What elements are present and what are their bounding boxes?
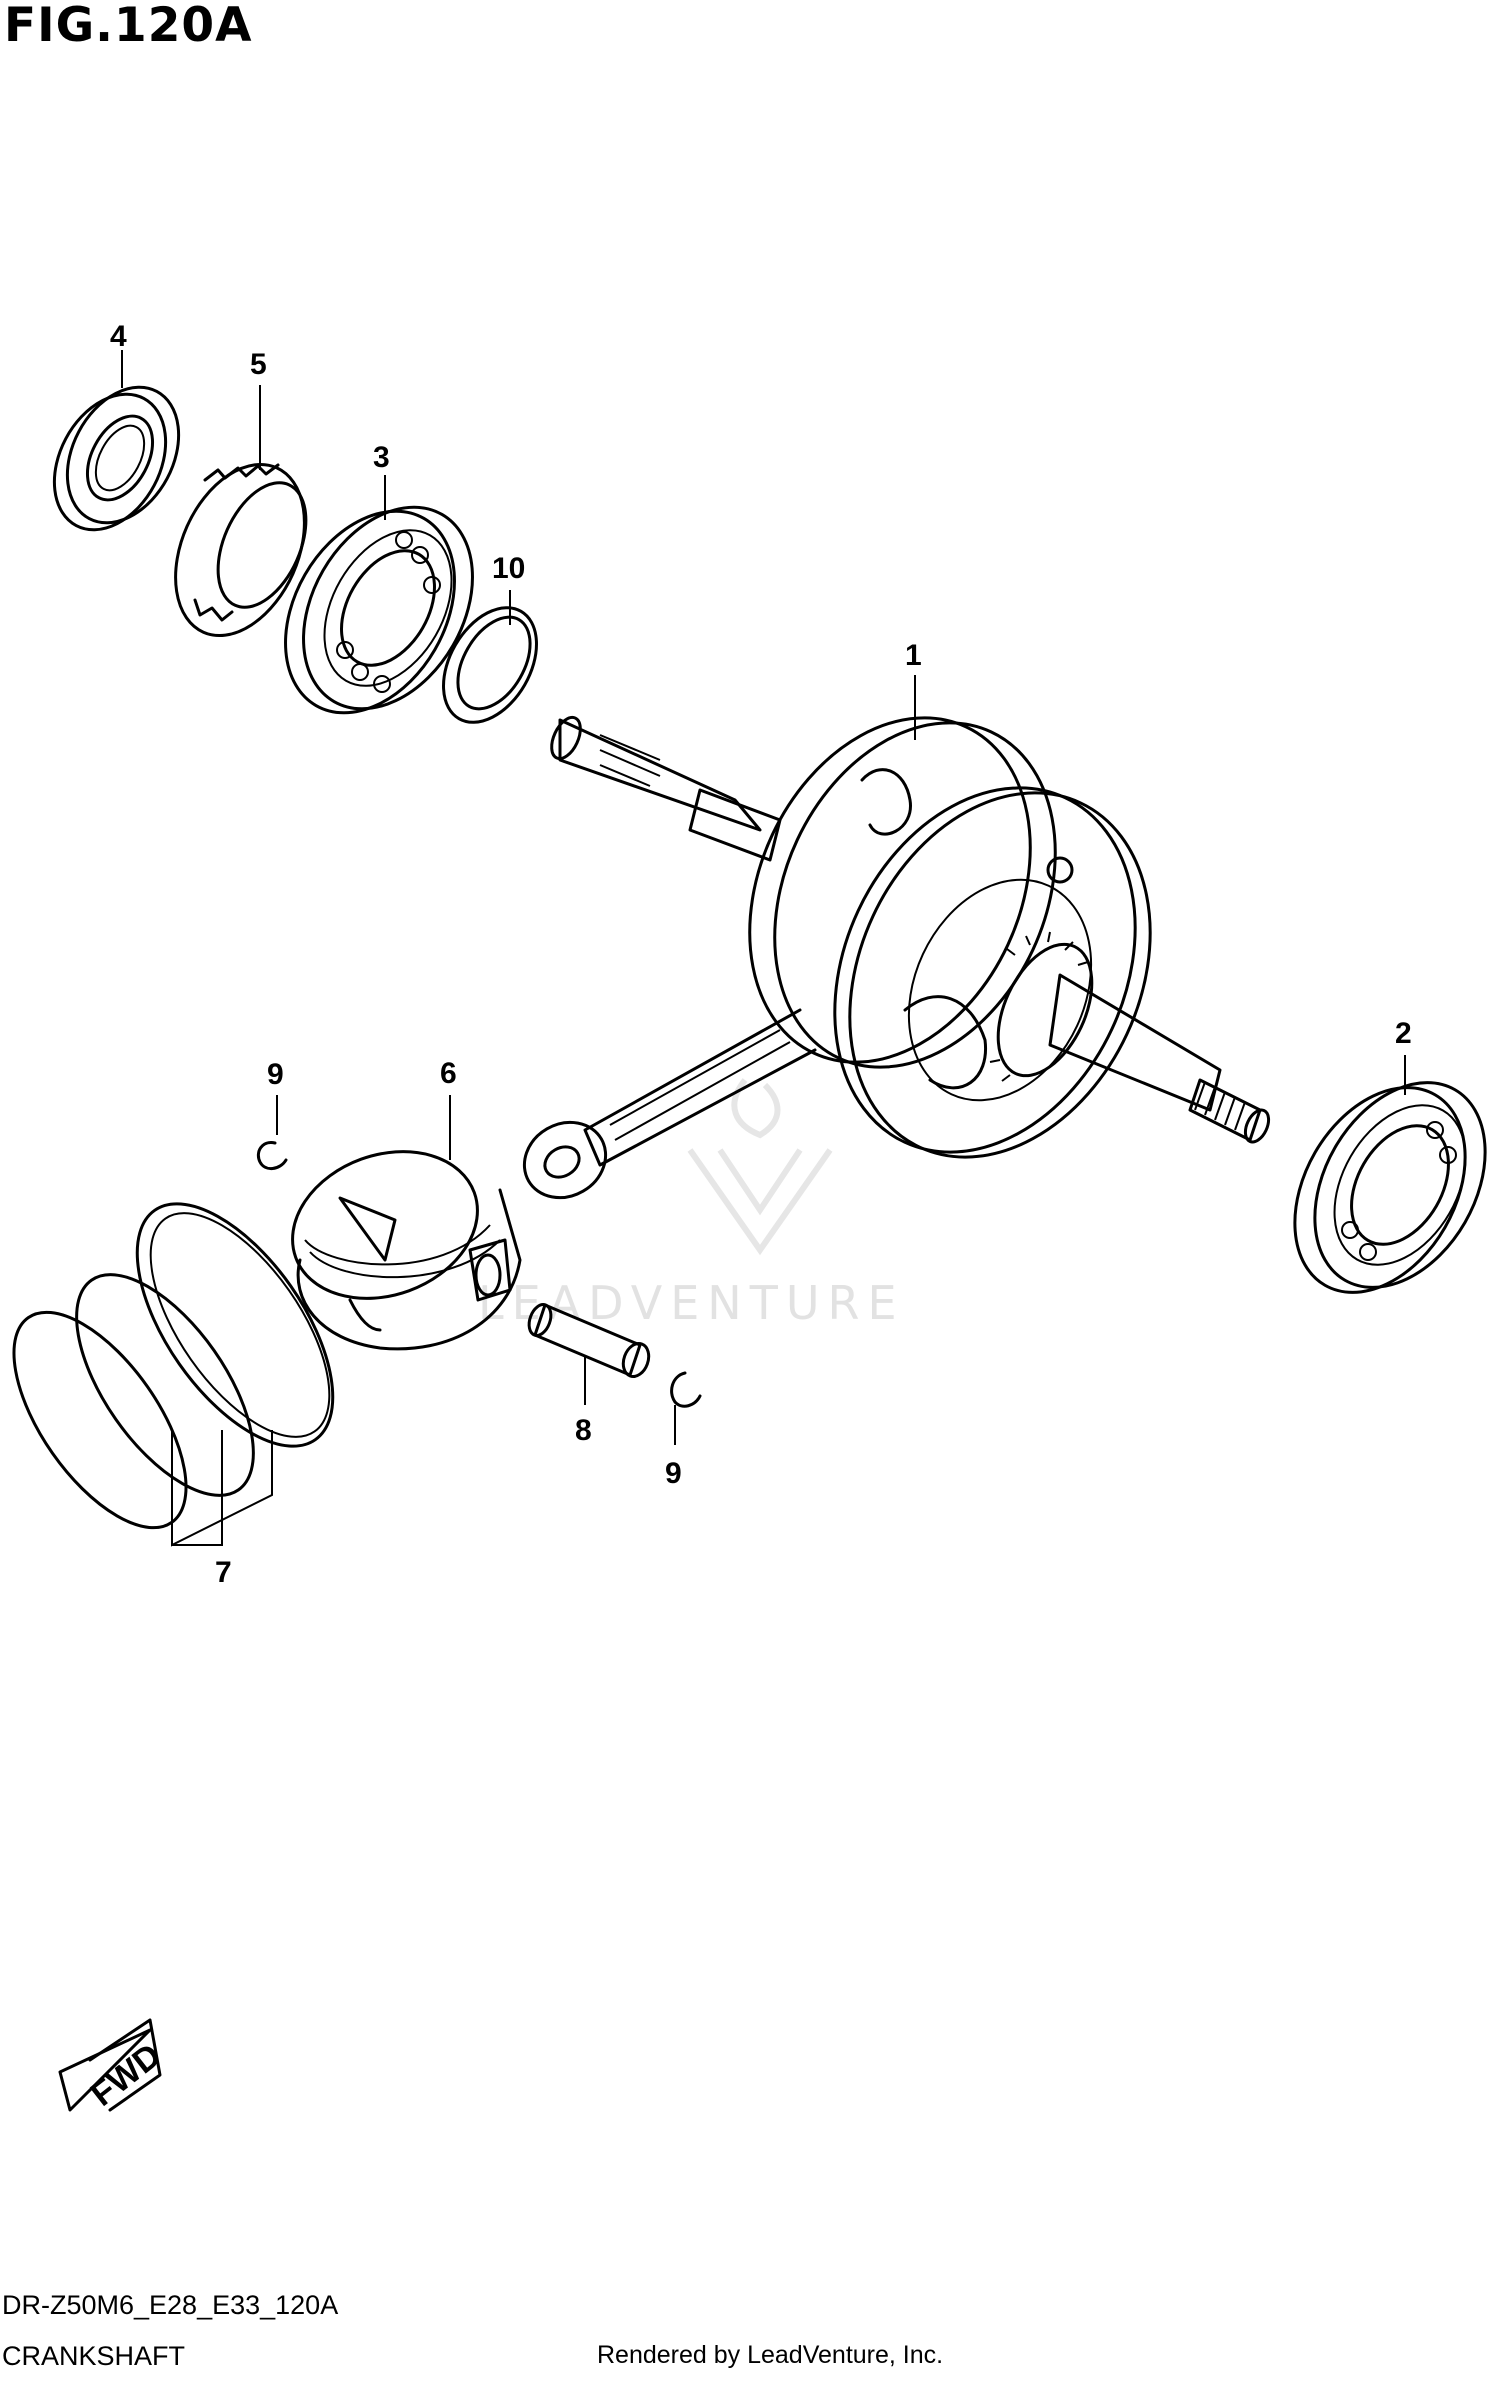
callout-10: 10	[492, 552, 525, 585]
callout-8: 8	[575, 1414, 592, 1447]
fwd-arrow-icon: FWD	[58, 2018, 168, 2114]
figure-name: CRANKSHAFT	[2, 2341, 186, 2371]
callout-9-upper: 9	[267, 1058, 284, 1091]
part-10-washer	[442, 606, 538, 724]
part-9-circlip-lower	[670, 1371, 702, 1408]
callout-7: 7	[215, 1556, 232, 1589]
part-4-oil-seal	[52, 385, 181, 532]
part-2-bearing	[1293, 1081, 1487, 1294]
callout-labels: 4 5 3 10 1 2 9 6 8 9 7	[110, 320, 1412, 1589]
part-9-circlip-upper	[256, 1141, 288, 1170]
callout-4: 4	[110, 320, 127, 353]
callout-2: 2	[1395, 1017, 1412, 1050]
callout-5: 5	[250, 348, 267, 381]
part-7-piston-rings	[12, 1202, 335, 1530]
part-1-crankshaft	[522, 715, 1271, 1200]
part-3-bearing	[284, 505, 474, 715]
callout-3: 3	[373, 441, 390, 474]
part-8-piston-pin	[527, 1303, 651, 1378]
callout-9-lower: 9	[665, 1457, 682, 1490]
leader-lines	[121, 350, 1406, 1547]
callout-1: 1	[905, 639, 922, 672]
callout-6: 6	[440, 1057, 457, 1090]
rendered-by-credit: Rendered by LeadVenture, Inc.	[597, 2341, 944, 2369]
watermark-logo	[687, 1078, 833, 1256]
watermark-text: LEADVENTURE	[478, 1276, 905, 1330]
part-6-piston	[291, 1150, 522, 1351]
part-5-sprocket	[174, 462, 308, 638]
figure-code: DR-Z50M6_E28_E33_120A	[2, 2290, 339, 2320]
figure-title: FIG.120A	[4, 0, 253, 53]
